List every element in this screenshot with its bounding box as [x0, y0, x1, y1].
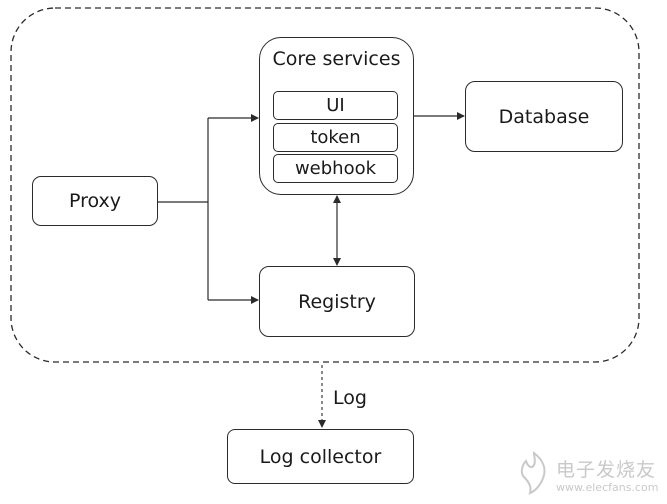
token-module-label: token	[310, 126, 361, 148]
watermark-cn: 电子发烧友	[556, 459, 657, 481]
database-node[interactable]: Database	[465, 81, 623, 152]
registry-node[interactable]: Registry	[259, 266, 415, 337]
log-collector-label: Log collector	[259, 445, 382, 468]
webhook-module-label: webhook	[294, 157, 377, 179]
ui-module-label: UI	[326, 94, 345, 116]
system-boundary	[10, 7, 640, 363]
token-module[interactable]: token	[273, 123, 398, 152]
core-services-title: Core services	[272, 48, 401, 70]
log-collector-node[interactable]: Log collector	[227, 429, 414, 484]
webhook-module[interactable]: webhook	[273, 154, 398, 183]
watermark-url: www.elecfans.com	[556, 481, 659, 494]
registry-label: Registry	[298, 290, 376, 313]
proxy-label: Proxy	[68, 190, 122, 212]
log-edge-label: Log	[333, 387, 367, 409]
watermark-logo: 电子发烧友 www.elecfans.com	[516, 447, 659, 499]
watermark-icon	[520, 451, 546, 495]
database-label: Database	[498, 105, 590, 128]
proxy-node[interactable]: Proxy	[32, 176, 158, 226]
ui-module[interactable]: UI	[273, 91, 398, 120]
